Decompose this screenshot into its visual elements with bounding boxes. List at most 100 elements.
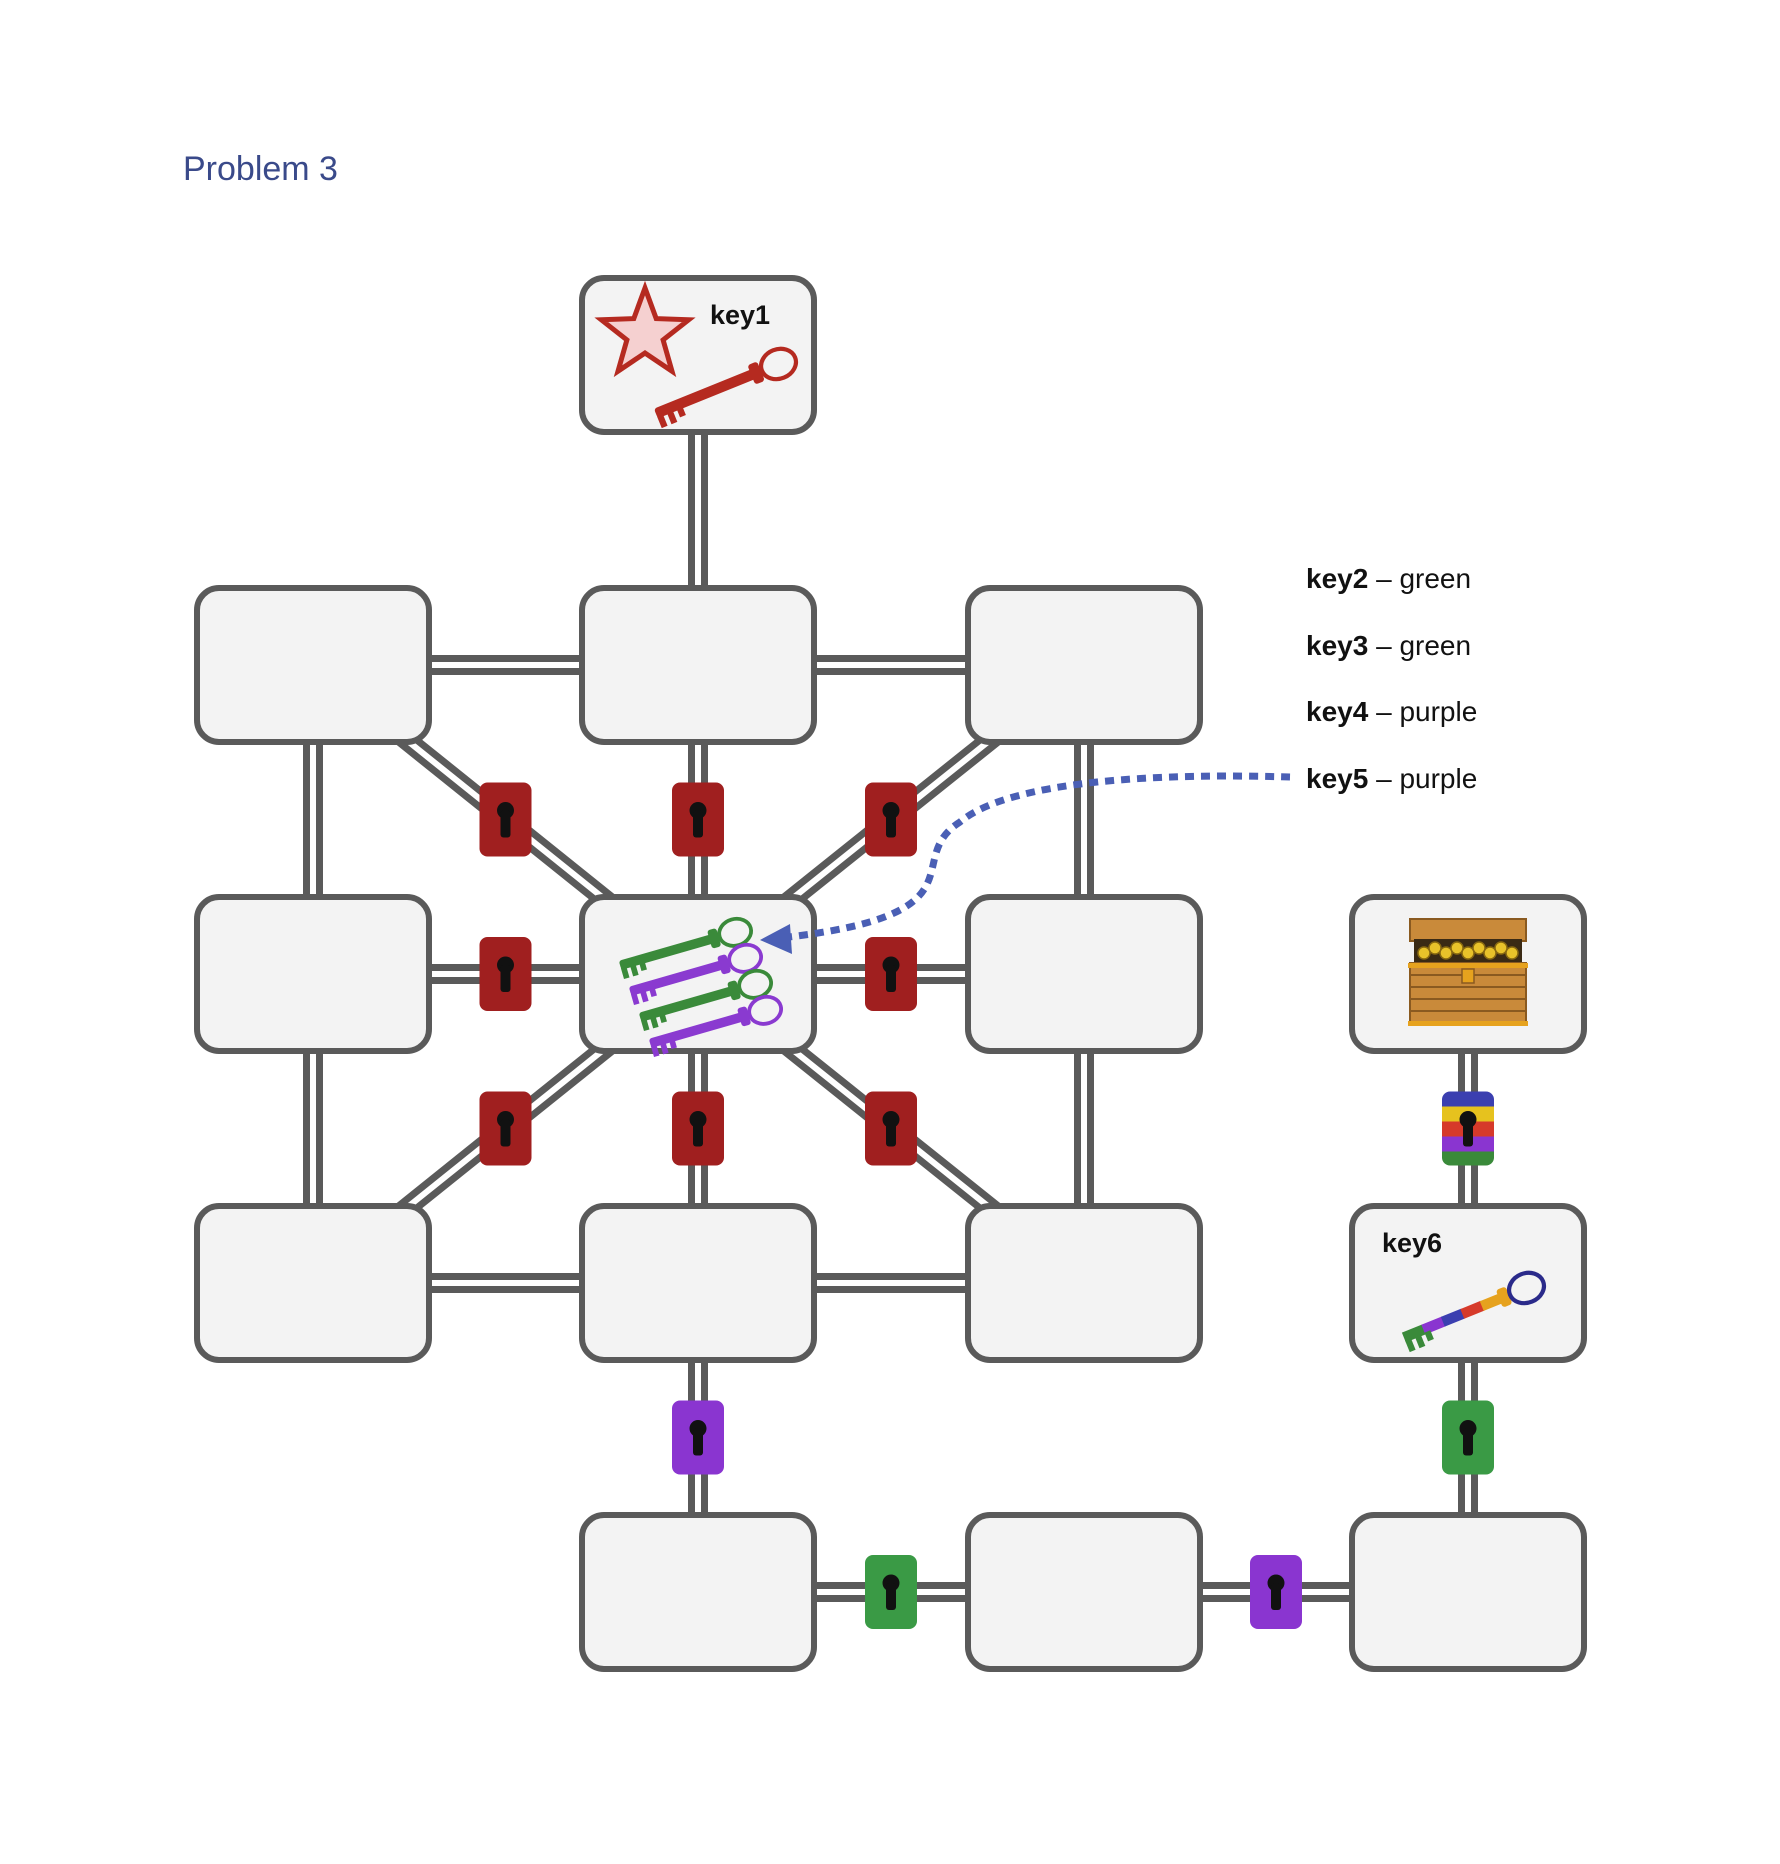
legend-item-key2: key2 – green (1306, 563, 1471, 595)
key-tooth (659, 1013, 667, 1024)
room-label-key1: key1 (710, 300, 770, 330)
keyhole-icon (693, 1119, 703, 1147)
lock-band (1442, 1091, 1494, 1107)
key-tooth (639, 961, 647, 972)
keyhole-icon (500, 1119, 511, 1147)
chest-lock-icon (1461, 968, 1475, 984)
coin-icon (1417, 946, 1431, 960)
lock-bottom-vertical (672, 1400, 724, 1475)
chest-trim (1408, 963, 1528, 968)
legend-key-name: key5 (1306, 763, 1369, 794)
room-label-key6: key6 (1382, 1228, 1442, 1258)
legend-key-name: key4 (1306, 696, 1369, 727)
locks (479, 782, 1494, 1629)
room-r1c1 (579, 585, 817, 745)
key-shaft (629, 959, 727, 996)
key-collar (1496, 1287, 1512, 1307)
room-r2c2 (965, 894, 1203, 1054)
lock-bottom-row-right (1250, 1555, 1302, 1629)
legend-item-key4: key4 – purple (1306, 696, 1477, 728)
pointer-arrow (760, 772, 1291, 954)
keyhole-icon (693, 810, 703, 838)
coin-icon (1450, 941, 1464, 955)
key-tooth (676, 406, 686, 418)
key-tooth (1414, 1334, 1426, 1349)
key-tooth (657, 414, 668, 429)
key-purple-icon (649, 994, 783, 1058)
keyhole-icon (886, 965, 896, 992)
legend-key-color: purple (1399, 696, 1478, 727)
legend-key-name: key3 (1306, 630, 1369, 661)
arrow-line (779, 772, 1291, 942)
legend-separator: – (1368, 563, 1400, 594)
keyhole-icon (500, 965, 511, 992)
key-shaft (1460, 1300, 1485, 1319)
key-shaft (1401, 1324, 1427, 1343)
key-tooth (630, 992, 640, 1006)
coin-icon (1472, 941, 1486, 955)
lock-ne (865, 782, 917, 857)
keyhole-icon (1271, 1583, 1281, 1610)
keyhole-icon (886, 1583, 896, 1610)
key-tooth (659, 1041, 669, 1055)
key-shaft (639, 985, 737, 1022)
coin-icon (1494, 941, 1508, 955)
lock-n (672, 782, 724, 857)
legend-key-color: purple (1399, 763, 1478, 794)
star-icon (594, 280, 696, 378)
coin-icon (1483, 946, 1497, 960)
key-bow (747, 994, 783, 1026)
lock-sw (479, 1091, 532, 1166)
lock-treasure (1442, 1091, 1494, 1166)
icons: key1 key6 (594, 280, 1547, 1353)
key-red-icon (654, 346, 799, 429)
room-r3c0 (194, 1203, 432, 1363)
keyhole-icon (1463, 1428, 1473, 1456)
key-tooth (650, 1044, 660, 1058)
key-tooth (669, 1039, 677, 1050)
key-shaft (649, 1011, 747, 1048)
coin-icon (1428, 941, 1442, 955)
coin-icon (1505, 946, 1519, 960)
chest-lid (1409, 918, 1527, 942)
page-title: Problem 3 (183, 150, 338, 188)
room-r3c2 (965, 1203, 1203, 1363)
key-rainbow-icon (1401, 1270, 1547, 1353)
lock-e (865, 937, 917, 1011)
key-tooth (1424, 1330, 1434, 1342)
lock-right-column-lower (1442, 1400, 1494, 1475)
keyhole-icon (886, 1119, 896, 1147)
room-r4c3 (1349, 1512, 1587, 1672)
keyhole-icon (886, 810, 896, 838)
key-tooth (639, 989, 649, 1003)
room-r3c1 (579, 1203, 817, 1363)
legend-item-key5: key5 – purple (1306, 763, 1477, 795)
room-r1c2 (965, 585, 1203, 745)
legend-key-name: key2 (1306, 563, 1369, 594)
key-collar (748, 362, 764, 384)
coin-icon (1439, 946, 1453, 960)
lock-s (672, 1091, 724, 1166)
key-tooth (649, 987, 657, 998)
keyhole-icon (1463, 1119, 1473, 1147)
legend-item-key3: key3 – green (1306, 630, 1471, 662)
key-tooth (666, 410, 678, 425)
key-shaft (1440, 1308, 1466, 1327)
room-r2c0 (194, 894, 432, 1054)
lock-se (865, 1091, 917, 1166)
lock-band (1442, 1151, 1494, 1166)
legend-separator: – (1368, 630, 1400, 661)
key-shaft (619, 933, 717, 970)
room-r1c0 (194, 585, 432, 745)
room-r4c2 (965, 1512, 1203, 1672)
key-tooth (620, 966, 630, 980)
key-shaft (1479, 1292, 1505, 1311)
chest-trim (1408, 1021, 1528, 1026)
key-tooth (1405, 1338, 1416, 1353)
legend-separator: – (1368, 763, 1400, 794)
legend-key-color: green (1399, 630, 1472, 661)
key-shaft (1421, 1316, 1446, 1335)
arrow-head-icon (760, 924, 792, 954)
key-tooth (640, 1018, 650, 1032)
